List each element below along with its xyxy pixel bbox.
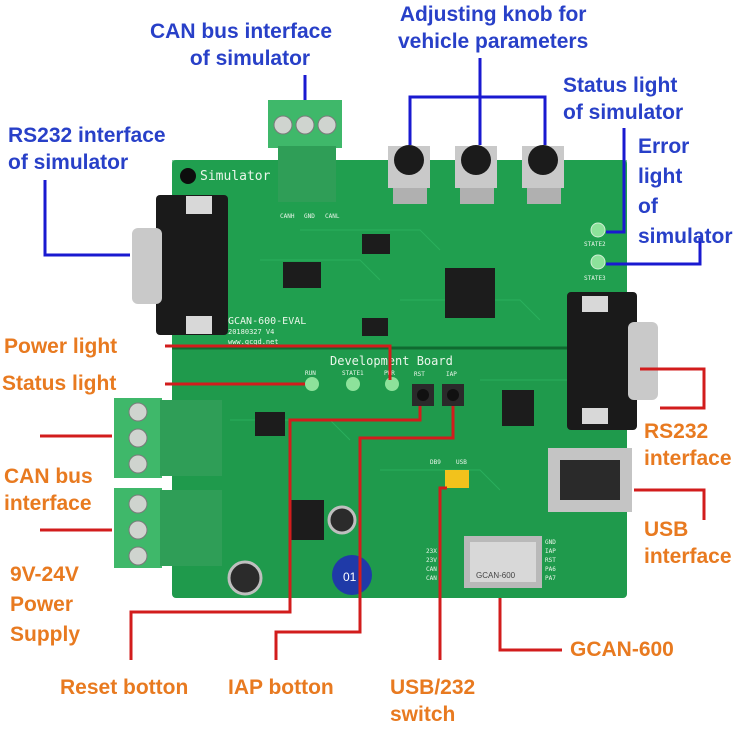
regulator	[290, 500, 324, 540]
inductor	[332, 555, 372, 595]
can-terminal-simulator	[268, 100, 342, 202]
knob-3	[522, 145, 564, 204]
silk-canh: CANH	[280, 213, 295, 220]
svg-text:PA7: PA7	[545, 575, 556, 582]
silk-state2: STATE2	[584, 241, 606, 248]
label-rs232-simulator: RS232 interface of simulator	[8, 124, 166, 174]
svg-text:CAN: CAN	[426, 566, 437, 573]
capacitor-2	[327, 505, 357, 535]
label-iap-button: IAP botton	[228, 676, 334, 699]
knob-2	[455, 145, 497, 204]
label-can-bus-interface: CAN bus interface	[4, 465, 93, 515]
module-pins-left: 23X 23V CAN CAN	[426, 548, 437, 582]
silk-date: 20180327 V4	[228, 328, 274, 336]
usb-connector	[548, 448, 632, 512]
silk-usb: USB	[456, 459, 467, 466]
label-status-light: Status light	[2, 372, 117, 395]
module-silk: GCAN-600	[476, 571, 516, 580]
silk-rst: RST	[414, 371, 425, 378]
ic-chip-5	[255, 412, 285, 436]
label-error-light-simulator: Error light of simulator	[638, 135, 733, 248]
silk-website: www.gcgd.net	[228, 338, 279, 346]
svg-text:RST: RST	[545, 557, 556, 564]
label-rs232-interface: RS232 interface	[644, 420, 732, 470]
db9-devboard	[567, 292, 658, 430]
ic-chip-3	[362, 318, 388, 336]
silk-state1: STATE1	[342, 370, 364, 377]
silk-run: RUN	[305, 370, 316, 377]
label-adjusting-knob: Adjusting knob for vehicle parameters	[398, 3, 589, 53]
label-gcan-600: GCAN-600	[570, 638, 674, 661]
label-power-light: Power light	[4, 335, 118, 358]
svg-text:23X: 23X	[426, 548, 437, 555]
reset-button	[412, 384, 434, 406]
ic-chip-4	[502, 390, 534, 426]
silk-iap: IAP	[446, 371, 457, 378]
label-can-simulator: CAN bus interface of simulator	[150, 20, 333, 70]
iap-button	[442, 384, 464, 406]
sim-error-led	[590, 254, 606, 270]
svg-text:23V: 23V	[426, 557, 437, 564]
silk-simulator: Simulator	[200, 169, 271, 184]
silk-model: GCAN-600-EVAL	[228, 316, 306, 327]
power-terminal	[114, 488, 222, 568]
silk-gnd: GND	[304, 213, 315, 220]
knob-1	[388, 145, 430, 204]
gcan-600-module	[464, 536, 542, 588]
label-status-light-simulator: Status light of simulator	[563, 74, 684, 124]
silk-db9: DB9	[430, 459, 441, 466]
label-usb-interface: USB interface	[644, 518, 732, 568]
mounting-hole	[180, 168, 196, 184]
mcu-chip	[445, 268, 495, 318]
run-led	[305, 377, 319, 391]
svg-text:IAP: IAP	[545, 548, 556, 555]
sim-status-led	[590, 222, 606, 238]
ic-chip-2	[362, 234, 390, 254]
red-leader-lines	[40, 344, 706, 660]
usb-232-switch	[445, 470, 469, 488]
svg-text:GND: GND	[545, 539, 556, 546]
label-usb-232-switch: USB/232 switch	[390, 676, 476, 726]
module-pins-right: GND IAP RST PA6 PA7	[545, 539, 556, 582]
ic-chip-1	[283, 262, 321, 288]
svg-text:CAN: CAN	[426, 575, 437, 582]
blue-leader-lines	[43, 58, 702, 266]
label-reset-button: Reset botton	[60, 676, 189, 699]
capacitor-1	[227, 560, 263, 596]
svg-text:PA6: PA6	[545, 566, 556, 573]
silk-canl: CANL	[325, 213, 340, 220]
label-power-supply: 9V-24V Power Supply	[10, 563, 81, 646]
db9-simulator	[132, 195, 228, 335]
silk-state3: STATE3	[584, 275, 606, 282]
state1-led	[346, 377, 360, 391]
pwr-led	[385, 377, 399, 391]
can-terminal-devboard	[114, 398, 222, 478]
inductor-label: 01	[343, 570, 357, 584]
